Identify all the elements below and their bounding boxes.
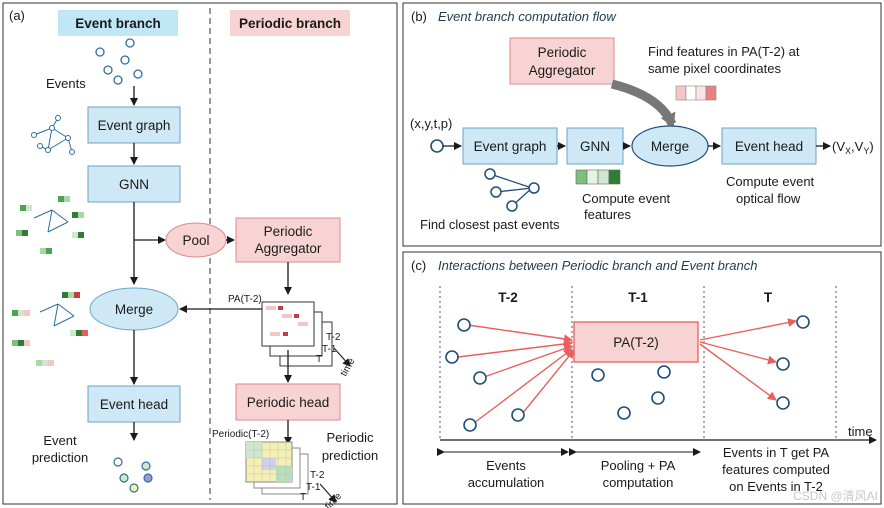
feature-graph-icon <box>16 196 84 254</box>
periodic-aggregator-box <box>235 217 341 263</box>
panel-b-tag: (b) <box>411 9 427 24</box>
periodic-head-label: Periodic head <box>247 395 330 410</box>
t2-to-pa-arrows <box>457 324 575 424</box>
merge-label: Merge <box>115 302 153 317</box>
t-line2: features computed <box>722 462 830 477</box>
grid-t1: T-1 <box>306 482 321 493</box>
panel-c-title: Interactions between Periodic branch and… <box>438 258 757 273</box>
stack-time: time <box>339 356 358 378</box>
b-event-head-box <box>721 127 817 165</box>
grid-t: T <box>300 492 306 503</box>
b-merge-label: Merge <box>651 139 689 154</box>
gnn-label: GNN <box>119 177 149 192</box>
t-line1: Events in T get PA <box>723 445 830 460</box>
event-branch-title: Event branch <box>75 16 161 31</box>
graph-icon <box>31 115 75 155</box>
compute-features-line2: features <box>584 207 631 222</box>
acc-line1: Events <box>486 458 526 473</box>
b-periodic-aggregator-box <box>509 37 615 85</box>
b-periodic-aggregator-line1: Periodic <box>538 45 587 60</box>
col-t: T <box>764 290 773 305</box>
periodic-branch-title-bg <box>230 10 350 36</box>
periodic-branch-title: Periodic branch <box>239 16 341 31</box>
compute-flow-line2: optical flow <box>736 191 801 206</box>
panel-a-tag: (a) <box>9 8 25 23</box>
event-head-label: Event head <box>100 397 168 412</box>
stack-t: T <box>316 354 322 365</box>
pa-feature-stack <box>261 301 333 367</box>
closest-past-events-icon <box>484 168 540 212</box>
grid-time: time <box>323 491 344 508</box>
event-graph-box <box>87 106 181 144</box>
event-graph-label: Event graph <box>98 118 171 133</box>
b-gnn-label: GNN <box>580 139 610 154</box>
acc-line2: accumulation <box>468 475 545 490</box>
find-features-line2: same pixel coordinates <box>648 61 781 76</box>
b-periodic-aggregator-line2: Aggregator <box>529 63 596 78</box>
event-prediction-points <box>113 457 153 493</box>
gnn-box <box>87 165 181 203</box>
input-label: (x,y,t,p) <box>410 116 452 131</box>
b-event-graph-box <box>462 127 558 165</box>
periodic-aggregator-line2: Aggregator <box>255 241 322 256</box>
c-pa-label: PA(T-2) <box>613 335 659 350</box>
event-prediction-line1: Event <box>43 433 77 448</box>
gnn-feature-strip <box>575 169 621 185</box>
col-t2: T-2 <box>498 290 518 305</box>
c-event-nodes <box>445 315 810 432</box>
event-branch-title-bg <box>58 10 178 36</box>
t-line3: on Events in T-2 <box>729 479 823 494</box>
event-head-box <box>87 385 181 423</box>
periodic-t2-label: Periodic(T-2) <box>212 429 269 440</box>
closest-past-label: Find closest past events <box>420 217 560 232</box>
event-prediction-line2: prediction <box>32 450 88 465</box>
aggregator-to-merge-arrow <box>610 79 677 128</box>
c-time-label: time <box>848 424 873 439</box>
b-event-head-label: Event head <box>735 139 803 154</box>
pa-feature-strip <box>675 85 717 101</box>
compute-features-line1: Compute event <box>582 191 671 206</box>
b-event-graph-label: Event graph <box>474 139 547 154</box>
panel-b-title: Event branch computation flow <box>438 9 617 24</box>
stack-t2: T-2 <box>326 332 341 343</box>
col-t1: T-1 <box>628 290 648 305</box>
periodic-head-box <box>235 383 341 421</box>
periodic-prediction-line2: prediction <box>322 448 378 463</box>
input-event-node <box>430 139 444 153</box>
pool-label: Pool <box>182 233 209 248</box>
merged-feature-graph-icon <box>12 292 88 366</box>
compute-flow-line1: Compute event <box>726 174 815 189</box>
output-label: (VX,VY) <box>832 139 874 156</box>
pa-to-t-arrows <box>699 318 797 401</box>
c-pa-box <box>573 321 699 363</box>
find-features-line1: Find features in PA(T-2) at <box>648 44 800 59</box>
periodic-aggregator-line1: Periodic <box>264 224 313 239</box>
events-label: Events <box>46 76 86 91</box>
panel-a-frame <box>2 2 398 505</box>
panel-b-frame <box>402 2 882 247</box>
pool-line2: computation <box>603 475 674 490</box>
grid-t2: T-2 <box>310 470 325 481</box>
watermark: CSDN @清风AI <box>793 489 878 503</box>
periodic-prediction-grid <box>245 441 309 495</box>
pool-line1: Pooling + PA <box>601 458 676 473</box>
panel-c-frame <box>402 251 882 505</box>
pa-t2-label: PA(T-2) <box>228 294 262 305</box>
panel-c-tag: (c) <box>411 258 426 273</box>
stack-t1: T-1 <box>322 344 337 355</box>
events-scatter <box>95 38 143 85</box>
periodic-prediction-line1: Periodic <box>327 430 374 445</box>
